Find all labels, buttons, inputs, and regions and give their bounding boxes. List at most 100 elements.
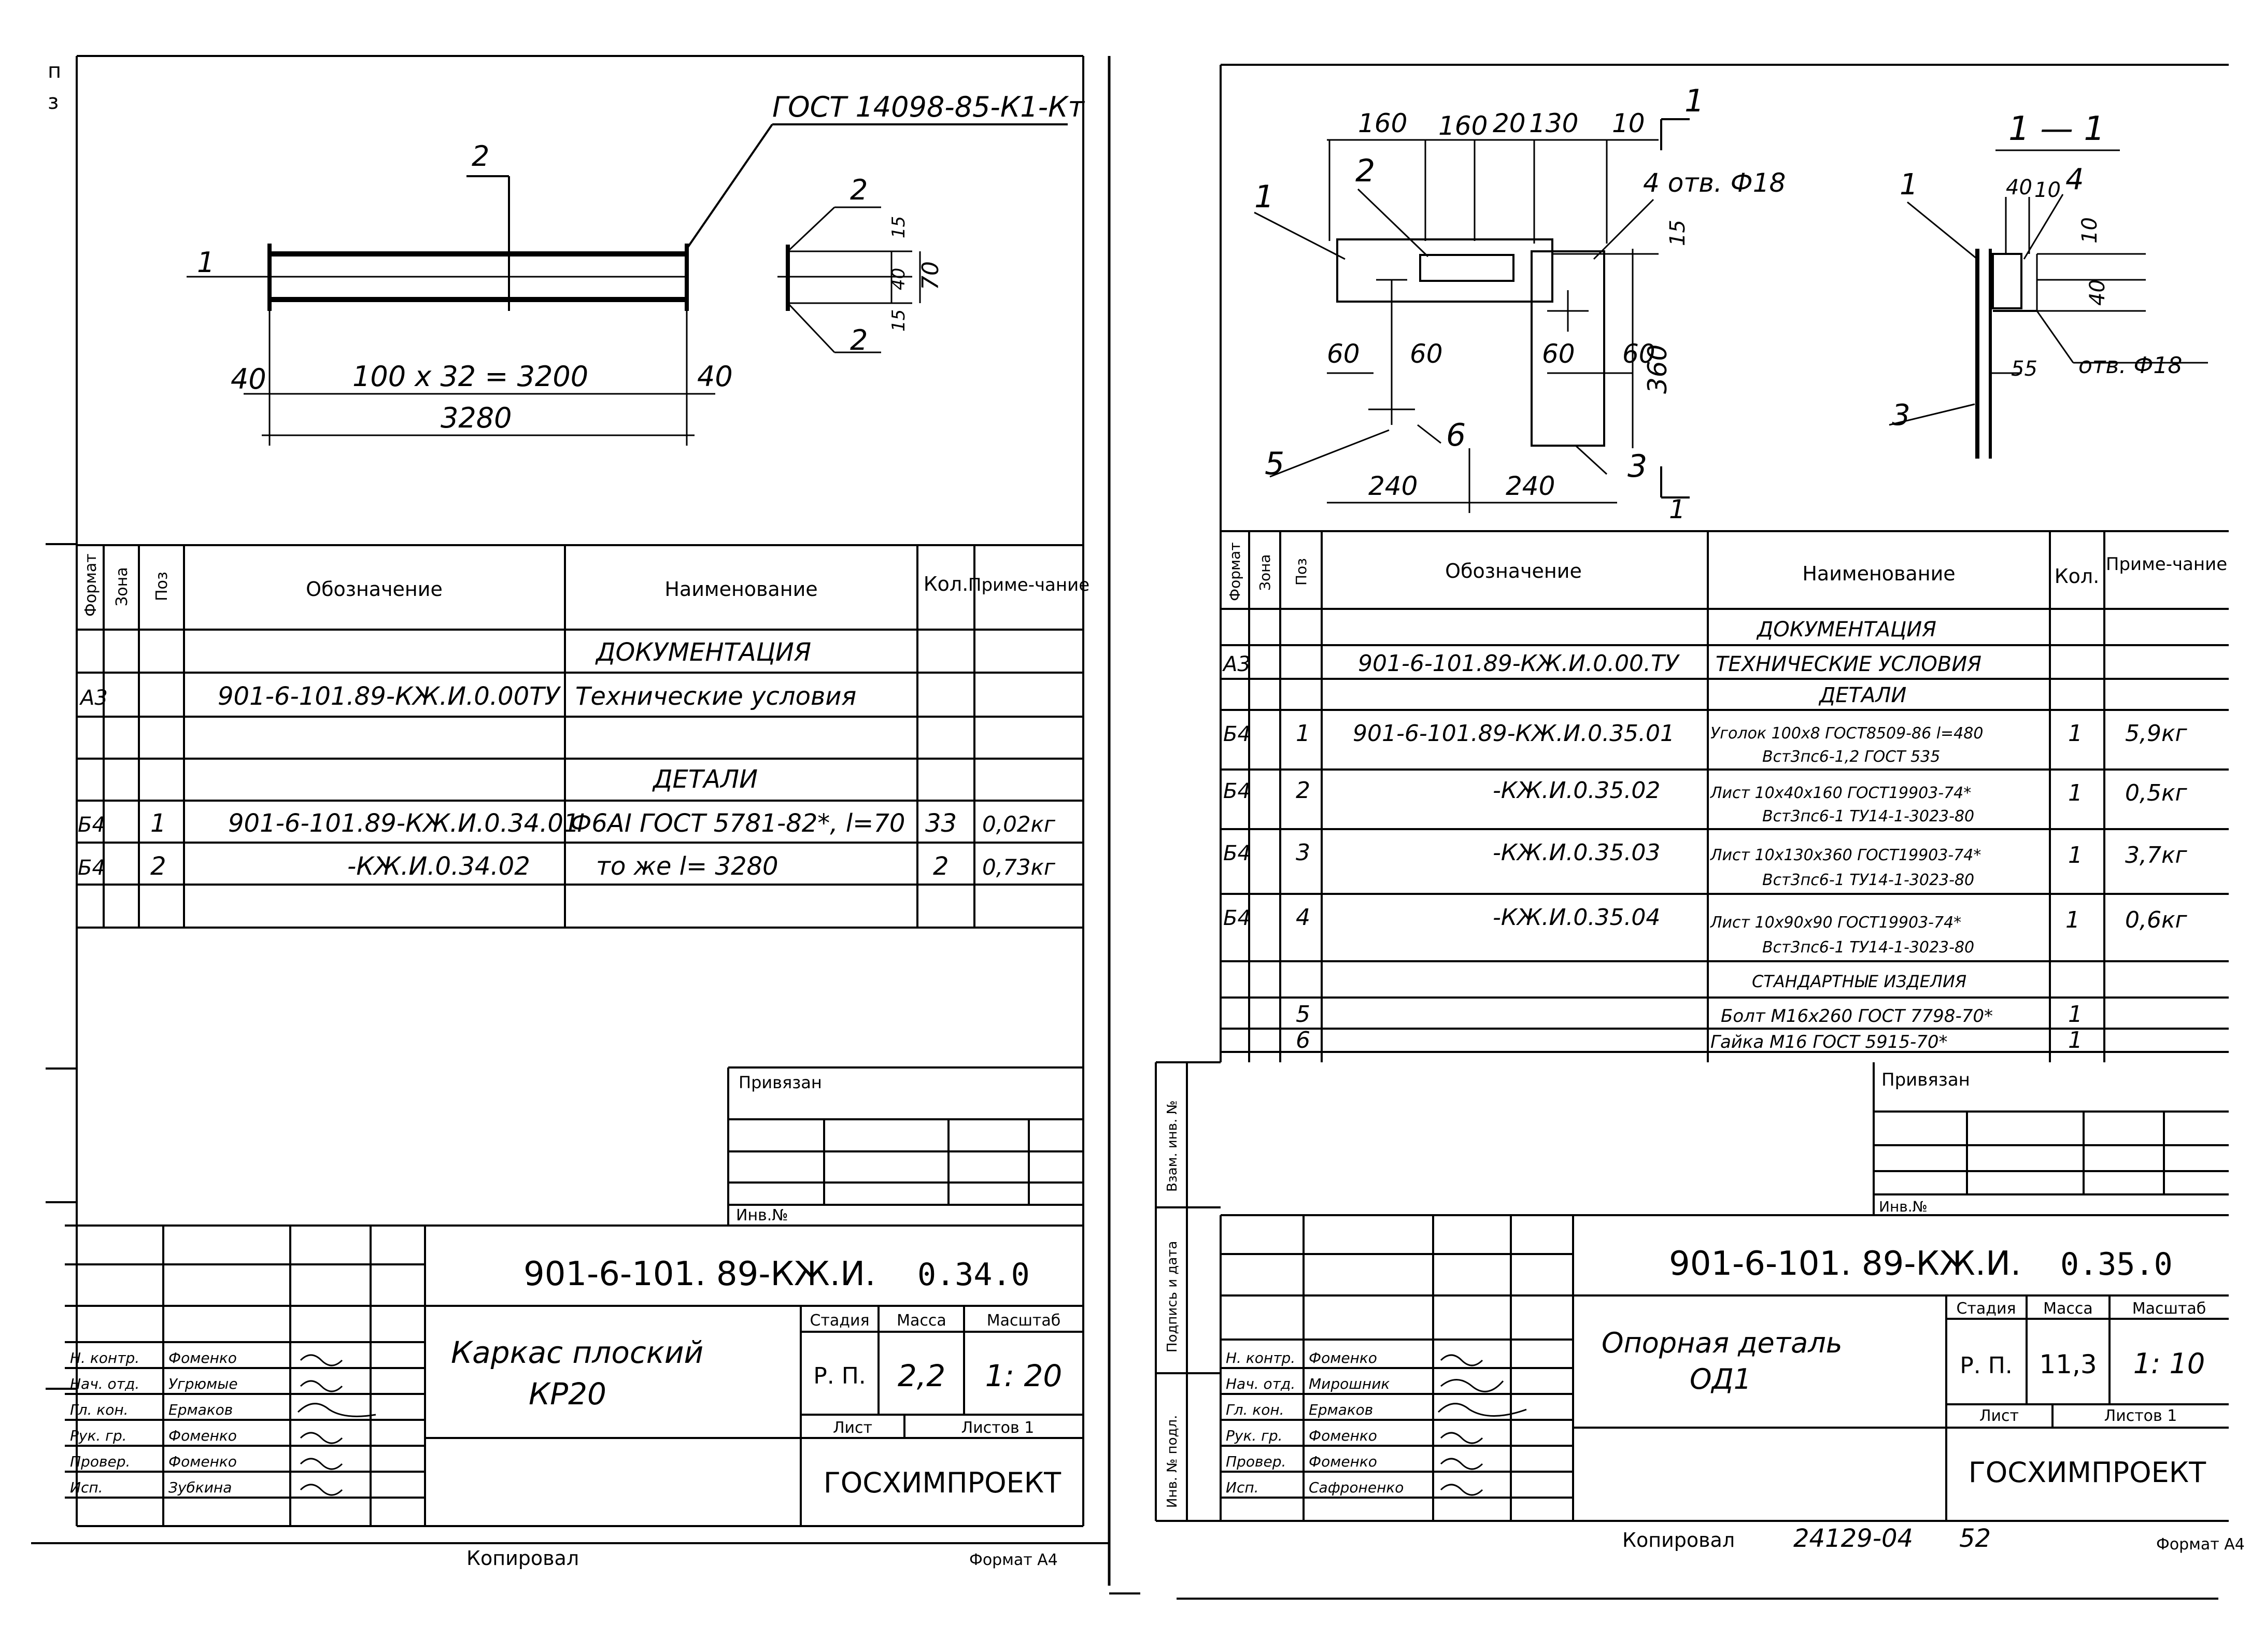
r-pos6: 6 [1446, 417, 1466, 453]
r-s-d10a: 10 [2034, 178, 2061, 202]
r-title-line2: ОД1 [1690, 1363, 1751, 1395]
l-row0-name: ДОКУМЕНТАЦИЯ [595, 638, 811, 667]
r-d360: 360 [1643, 345, 1673, 394]
r-row9-pos: 6 [1296, 1027, 1310, 1053]
r-d20: 20 [1493, 108, 1526, 138]
r-row5-format: Б4 [1223, 842, 1251, 865]
gost-callout: ГОСТ 14098-85-К1-Кт [772, 91, 1085, 123]
l-row5-designation: -КЖ.И.0.34.02 [347, 852, 530, 881]
r-row3-pos: 1 [1296, 720, 1310, 747]
hdr-note: Приме-чание [968, 575, 1089, 595]
l-row5-name: то же l= 3280 [596, 852, 778, 881]
r-signer4-role: Провер. [1226, 1453, 1286, 1470]
sec-dim-40: 40 [888, 268, 909, 290]
r-signer0-role: Н. контр. [1226, 1349, 1295, 1366]
l-signer3-role: Рук. гр. [70, 1427, 127, 1444]
l-code-tail: 0.34.0 [917, 1257, 1030, 1293]
r-pos5: 5 [1265, 446, 1284, 482]
hdr-name: Наименование [664, 578, 817, 601]
r-d130: 130 [1529, 108, 1578, 138]
r-pos3: 3 [1627, 448, 1647, 485]
left-title-block [65, 1224, 1083, 1526]
r-code-main: 901-6-101. 89-КЖ.И. [1669, 1245, 2021, 1283]
r-d240a: 240 [1368, 471, 1418, 501]
l-signer0-name: Фоменко [168, 1349, 237, 1366]
r-hdr-pos: Поз [1293, 558, 1310, 586]
dim-total: 3280 [441, 402, 512, 434]
r-d240b: 240 [1506, 471, 1555, 501]
r-row9-qty: 1 [2068, 1027, 2083, 1053]
r-d15: 15 [1666, 220, 1690, 246]
l-copied: Копировал [466, 1547, 579, 1570]
l-sheet-header: Лист [833, 1419, 872, 1437]
l-row1-name: Технические условия [575, 682, 856, 711]
l-signer4-name: Фоменко [168, 1453, 237, 1470]
r-d160b: 160 [1438, 111, 1488, 141]
r-row6-format: Б4 [1223, 906, 1251, 930]
r-signer3-role: Рук. гр. [1226, 1427, 1283, 1444]
right-privyazan-block [1873, 1062, 2229, 1215]
support-section-view [1889, 149, 2208, 459]
left-spec-table [77, 544, 1083, 929]
r-row4-designation: -КЖ.И.0.35.02 [1493, 777, 1660, 804]
r-row5-name2: Вст3пс6-1 ТУ14-1-3023-80 [1762, 871, 1974, 889]
r-row6-designation: -КЖ.И.0.35.04 [1493, 904, 1660, 931]
r-row6-name2: Вст3пс6-1 ТУ14-1-3023-80 [1762, 938, 1974, 957]
l-row5-pos: 2 [150, 852, 166, 881]
l-org: ГОСХИМПРОЕКТ [824, 1466, 1061, 1499]
l-signer0-role: Н. контр. [70, 1349, 139, 1366]
r-row1-name: ТЕХНИЧЕСКИЕ УСЛОВИЯ [1716, 652, 1981, 676]
r-d10: 10 [1612, 108, 1645, 138]
l-row3-name: ДЕТАЛИ [652, 765, 758, 794]
r-holes: 4 отв. Ф18 [1643, 168, 1786, 198]
r-row6-pos: 4 [1296, 904, 1310, 931]
r-signer4-name: Фоменко [1309, 1453, 1377, 1470]
r-d60b: 60 [1410, 339, 1443, 369]
r-row3-name1: Уголок 100х8 ГОСТ8509-86 l=480 [1710, 724, 1983, 743]
r-row3-designation: 901-6-101.89-КЖ.И.0.35.01 [1353, 720, 1675, 747]
section-label-bottom: 2 [850, 324, 868, 357]
l-signer5-name: Зубкина [168, 1479, 232, 1496]
r-signer5-name: Сафроненко [1309, 1479, 1404, 1496]
r-mass: 11,3 [2039, 1349, 2097, 1379]
r-row6-note: 0,6кг [2125, 907, 2188, 933]
r-signer0-name: Фоменко [1309, 1349, 1377, 1366]
r-row3-name2: Вст3пс6-1,2 ГОСТ 535 [1762, 748, 1940, 766]
l-row4-qty: 33 [925, 809, 957, 838]
r-signer1-name: Мирошник [1309, 1375, 1390, 1392]
r-row9-name: Гайка М16 ГОСТ 5915-70* [1710, 1032, 1948, 1052]
r-signer2-role: Гл. кон. [1226, 1401, 1284, 1418]
margin-mark-p: п [48, 59, 61, 83]
l-signer2-role: Гл. кон. [70, 1401, 129, 1418]
r-s-d40a: 40 [2006, 176, 2032, 200]
r-code-tail: 0.35.0 [2060, 1246, 2173, 1283]
sec-dim-15-bottom: 15 [888, 309, 909, 332]
r-d60a: 60 [1327, 339, 1360, 369]
r-row6-name1: Лист 10х90х90 ГОСТ19903-74* [1710, 914, 1961, 932]
r-row3-format: Б4 [1223, 722, 1251, 746]
right-sheet [1109, 64, 2229, 1600]
hdr-designation: Обозначение [306, 578, 443, 601]
l-row4-pos: 1 [150, 809, 166, 838]
r-hdr-zone: Зона [1256, 554, 1273, 591]
r-row4-pos: 2 [1296, 777, 1310, 804]
l-signatures [297, 1354, 376, 1496]
r-section-mark-top: 1 [1684, 83, 1704, 119]
r-row3-qty: 1 [2068, 720, 2083, 747]
dim-left-end: 40 [231, 363, 266, 395]
dim-span: 100 х 32 = 3200 [352, 360, 588, 393]
l-row5-format: Б4 [78, 856, 105, 880]
r-s-pos1: 1 [1900, 168, 1918, 202]
r-section-title: 1 — 1 [2008, 110, 2105, 148]
right-spec-table [1221, 530, 2229, 1062]
r-s-d55: 55 [2011, 357, 2037, 381]
r-signer3-name: Фоменко [1309, 1427, 1377, 1444]
r-hdr-designation: Обозначение [1445, 560, 1582, 582]
r-s-pos3: 3 [1892, 398, 1910, 432]
r-hdr-format: Формат [1226, 542, 1243, 601]
l-title-line2: КР20 [529, 1376, 606, 1412]
r-row2-name: ДЕТАЛИ [1818, 683, 1906, 707]
r-mass-header: Масса [2043, 1300, 2093, 1318]
r-row4-name2: Вст3пс6-1 ТУ14-1-3023-80 [1762, 807, 1974, 825]
l-row4-format: Б4 [78, 813, 105, 837]
